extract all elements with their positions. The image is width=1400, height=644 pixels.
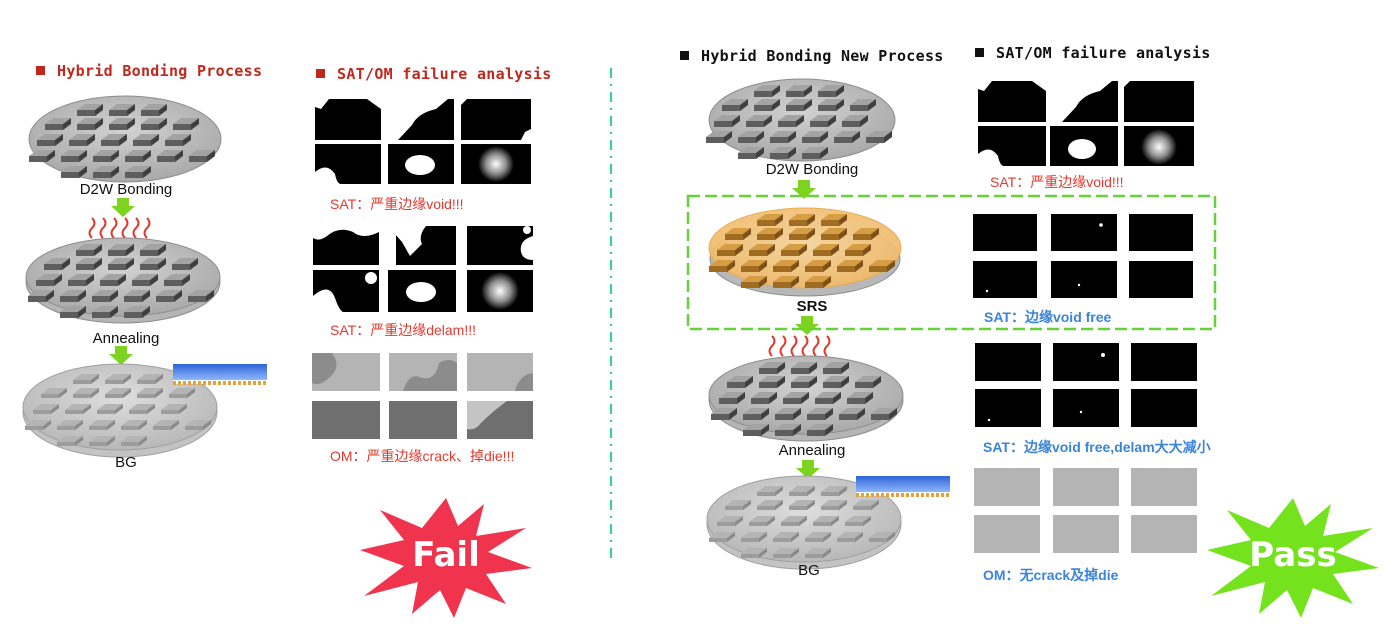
sat-image bbox=[313, 270, 379, 312]
sat-image bbox=[1050, 126, 1118, 166]
down-arrow-icon bbox=[795, 316, 819, 335]
sat-image bbox=[1131, 343, 1197, 381]
sat-image bbox=[1053, 343, 1119, 381]
om-image bbox=[1131, 468, 1197, 506]
sat-image bbox=[1131, 389, 1197, 427]
step-label-bg: BG bbox=[798, 562, 820, 579]
step-label-annealing: Annealing bbox=[778, 442, 846, 459]
sat-image bbox=[467, 270, 533, 312]
step-label-d2w-bonding: D2W Bonding bbox=[79, 181, 173, 198]
bullet-square-icon bbox=[680, 51, 689, 60]
sat-image bbox=[1050, 81, 1118, 122]
sat-image bbox=[1051, 214, 1117, 251]
heat-waves-icon bbox=[768, 335, 831, 357]
sat-image bbox=[978, 81, 1046, 122]
om-image bbox=[974, 468, 1040, 506]
bullet-square-icon bbox=[975, 48, 984, 57]
down-arrow-icon bbox=[109, 346, 133, 365]
om-image bbox=[1053, 468, 1119, 506]
bullet-square-icon bbox=[36, 66, 45, 75]
sat-image bbox=[461, 144, 531, 184]
sat-image bbox=[975, 343, 1041, 381]
left-caption-sat-delam: SAT：严重边缘delam!!! bbox=[330, 322, 476, 338]
pass-result-label: Pass bbox=[1249, 535, 1337, 575]
sat-image bbox=[461, 99, 531, 140]
right-process-title: Hybrid Bonding New Process bbox=[680, 47, 944, 65]
right-caption-sat-delam-reduced: SAT：边缘void free,delam大大减小 bbox=[983, 439, 1211, 455]
step-label-d2w-bonding: D2W Bonding bbox=[765, 161, 859, 178]
sat-image bbox=[315, 99, 381, 140]
sat-image bbox=[388, 226, 456, 265]
sat-image bbox=[973, 261, 1037, 298]
sat-image bbox=[313, 226, 379, 265]
left-wafer-bg bbox=[22, 363, 218, 458]
right-wafer-annealing bbox=[708, 355, 904, 442]
sat-image bbox=[388, 270, 456, 312]
om-image bbox=[312, 401, 380, 439]
sat-image bbox=[315, 144, 381, 184]
right-caption-sat-void: SAT：严重边缘void!!! bbox=[990, 174, 1124, 190]
om-image bbox=[467, 401, 533, 439]
sat-image bbox=[1129, 261, 1193, 298]
sat-image bbox=[388, 144, 454, 184]
step-label-bg: BG bbox=[115, 454, 137, 471]
step-label-srs: SRS bbox=[796, 298, 828, 315]
right-caption-om-no-crack: OM：无crack及掉die bbox=[983, 567, 1119, 583]
down-arrow-icon bbox=[792, 180, 816, 199]
grinding-wheel-icon bbox=[171, 362, 269, 386]
bullet-square-icon bbox=[316, 69, 325, 78]
sat-image bbox=[388, 99, 454, 140]
grinding-wheel-icon bbox=[854, 474, 952, 498]
left-process-title: Hybrid Bonding Process bbox=[36, 62, 262, 80]
down-arrow-icon bbox=[111, 198, 135, 217]
left-caption-om-crack: OM：严重边缘crack、掉die!!! bbox=[330, 448, 515, 464]
om-image bbox=[1053, 515, 1119, 553]
right-analysis-title: SAT/OM failure analysis bbox=[975, 44, 1211, 62]
left-wafer-d2w bbox=[28, 95, 222, 183]
sat-image bbox=[1129, 214, 1193, 251]
om-image bbox=[1131, 515, 1197, 553]
om-image bbox=[467, 353, 533, 391]
fail-result-label: Fail bbox=[412, 535, 480, 575]
om-image bbox=[312, 353, 380, 391]
sat-image bbox=[1124, 126, 1194, 166]
sat-image bbox=[1051, 261, 1117, 298]
right-wafer-bg bbox=[706, 475, 902, 570]
down-arrow-icon bbox=[796, 460, 820, 479]
sat-image bbox=[467, 226, 533, 265]
om-image bbox=[974, 515, 1040, 553]
left-caption-sat-void: SAT：严重边缘void!!! bbox=[330, 196, 464, 212]
sat-image bbox=[973, 214, 1037, 251]
left-analysis-title: SAT/OM failure analysis bbox=[316, 65, 552, 83]
right-wafer-d2w bbox=[706, 78, 896, 162]
sat-image bbox=[1053, 389, 1119, 427]
om-image bbox=[389, 401, 457, 439]
sat-image bbox=[978, 126, 1046, 166]
sat-image bbox=[1124, 81, 1194, 122]
left-wafer-annealing bbox=[25, 237, 221, 324]
step-label-annealing: Annealing bbox=[92, 330, 160, 347]
heat-waves-icon bbox=[88, 217, 151, 239]
right-wafer-srs bbox=[708, 207, 902, 297]
sat-image bbox=[975, 389, 1041, 427]
om-image bbox=[389, 353, 457, 391]
right-caption-sat-void-free: SAT：边缘void free bbox=[984, 309, 1112, 325]
